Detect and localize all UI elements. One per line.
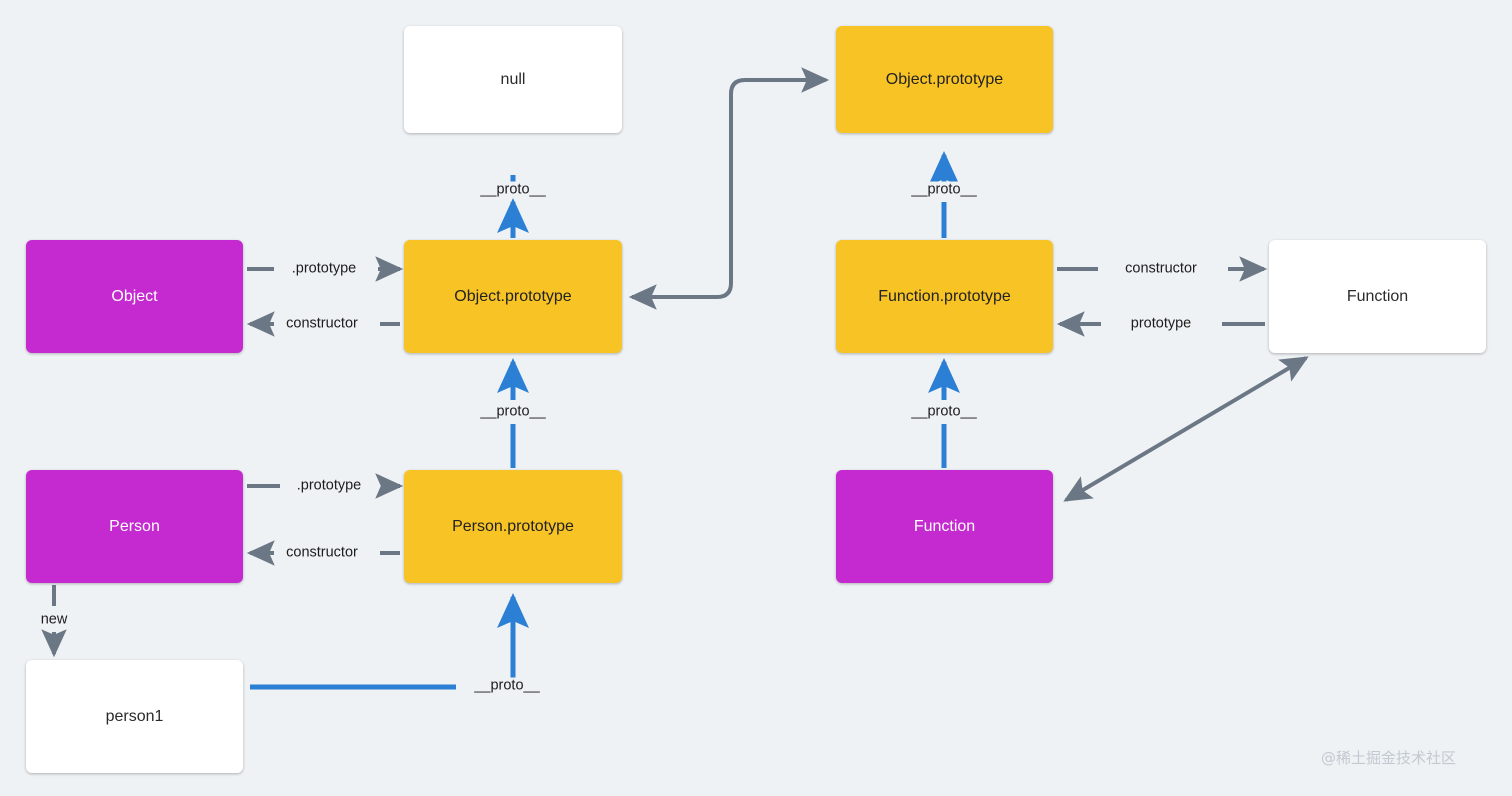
node-null[interactable]: null	[404, 26, 622, 133]
node-label: null	[500, 70, 526, 88]
node-object-prototype-right[interactable]: Object.prototype	[836, 26, 1053, 133]
edge-person1-to-personproto	[250, 592, 530, 690]
node-object-prototype-left[interactable]: Object.prototype	[404, 240, 622, 353]
edge-functionpurple-functionwhite	[1063, 356, 1309, 502]
edge-label-new: new	[37, 611, 71, 629]
edge-label-objproto-null: __proto__	[477, 181, 549, 199]
node-label: Function	[913, 517, 976, 535]
node-label: Object.prototype	[454, 287, 572, 305]
node-function-purple[interactable]: Function	[836, 470, 1053, 583]
node-label: Function.prototype	[878, 287, 1011, 305]
node-object[interactable]: Object	[26, 240, 243, 353]
node-label: Object	[111, 287, 158, 305]
edge-label-object-prototype: .prototype	[288, 260, 360, 278]
node-function-prototype[interactable]: Function.prototype	[836, 240, 1053, 353]
node-function-white[interactable]: Function	[1269, 240, 1486, 353]
watermark: @稀土掘金技术社区	[1321, 749, 1457, 767]
edge-label-personproto-constructor: constructor	[283, 544, 361, 562]
node-label: Object.prototype	[885, 70, 1004, 88]
edge-label-objproto-constructor: constructor	[283, 315, 361, 333]
node-person-prototype[interactable]: Person.prototype	[404, 470, 622, 583]
edge-label-funcpurple-proto: __proto__	[908, 403, 980, 421]
edge-label-funcproto-objproto: __proto__	[908, 181, 980, 199]
edge-label-person1-proto: __proto__	[471, 677, 543, 695]
edge-objproto-link-bidir	[628, 67, 830, 310]
node-person1[interactable]: person1	[26, 660, 243, 773]
edge-label-func-prototype: prototype	[1127, 315, 1195, 333]
edge-label-func-constructor: constructor	[1122, 260, 1200, 278]
node-label: Function	[1346, 287, 1409, 305]
node-label: person1	[105, 707, 164, 725]
node-label: Person.prototype	[452, 517, 574, 535]
node-label: Person	[109, 517, 160, 535]
node-person[interactable]: Person	[26, 470, 243, 583]
edge-label-person-prototype: .prototype	[293, 477, 365, 495]
edge-label-personproto-objproto: __proto__	[477, 403, 549, 421]
